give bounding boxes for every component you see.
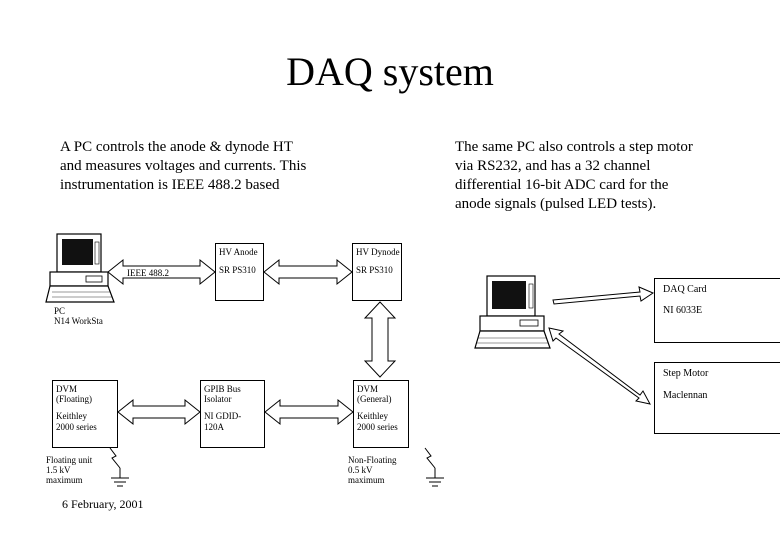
floating-note: Floating unit 1.5 kV maximum: [46, 455, 92, 485]
slide-title: DAQ system: [286, 49, 494, 94]
dvm-floating-line4: 2000 series: [56, 422, 97, 432]
pc-motor-arrow: [548, 327, 651, 405]
floating-ground-icon: [109, 447, 129, 487]
dvm-floating-line3: Keithley: [56, 411, 87, 421]
daq-computer-icon: [474, 275, 551, 349]
right-text-line: The same PC also controls a step motor: [455, 139, 693, 155]
nonfloating-ground-icon: [424, 447, 444, 487]
left-description: A PC controls the anode & dynode HT and …: [60, 138, 306, 195]
dynode-dvm-arrow: [363, 301, 397, 378]
hv-dynode-box: HV Dynode SR PS310: [352, 243, 402, 301]
hv-anode-title: HV Anode: [219, 247, 258, 257]
step-motor-title: Step Motor: [663, 368, 709, 379]
nonfloating-note-line: Non-Floating: [348, 455, 397, 465]
dvm-general-line2: (General): [357, 394, 392, 404]
daq-card-box: DAQ Card NI 6033E: [654, 278, 780, 343]
gpib-line3: NI GDID-: [204, 411, 242, 421]
dvm-gpib-arrow: [117, 398, 201, 426]
right-text-line: differential 16-bit ADC card for the: [455, 177, 669, 193]
right-text-line: anode signals (pulsed LED tests).: [455, 196, 657, 212]
step-motor-box: Step Motor Maclennan: [654, 362, 780, 434]
hv-dynode-title: HV Dynode: [356, 247, 400, 257]
pc-label-line: N14 WorkSta: [54, 316, 103, 326]
right-text-line: via RS232, and has a 32 channel: [455, 158, 651, 174]
hv-anode-box: HV Anode SR PS310: [215, 243, 264, 301]
dvm-floating-line1: DVM: [56, 384, 78, 394]
nonfloating-note-line: maximum: [348, 475, 385, 485]
gpib-line1: GPIB Bus: [204, 384, 241, 394]
pc-label-line: PC: [54, 306, 66, 316]
pc-label: PC N14 WorkSta: [54, 306, 103, 326]
floating-note-line: 1.5 kV: [46, 465, 71, 475]
footer-date: 6 February, 2001: [62, 497, 144, 511]
pc-computer-icon: [45, 233, 115, 303]
left-text-line: and measures voltages and currents. This: [60, 158, 307, 174]
dvm-floating-line2: (Floating): [56, 394, 92, 404]
daq-card-title: DAQ Card: [663, 284, 707, 295]
floating-note-line: Floating unit: [46, 455, 93, 465]
left-text-line: instrumentation is IEEE 488.2 based: [60, 177, 280, 193]
hv-dynode-model: SR PS310: [356, 265, 393, 275]
gpib-line2: Isolator: [204, 394, 232, 404]
gpib-dvm-arrow: [264, 398, 354, 426]
dvm-general-line4: 2000 series: [357, 422, 398, 432]
daq-card-model: NI 6033E: [663, 305, 703, 316]
step-motor-model: Maclennan: [663, 390, 708, 401]
left-text-line: A PC controls the anode & dynode HT: [60, 139, 293, 155]
nonfloating-note-line: 0.5 kV: [348, 465, 373, 475]
gpib-line4: 120A: [204, 422, 224, 432]
right-description: The same PC also controls a step motor v…: [455, 138, 693, 214]
dvm-general-box: DVM (General) Keithley 2000 series: [353, 380, 409, 448]
hv-anode-model: SR PS310: [219, 265, 256, 275]
dvm-general-line3: Keithley: [357, 411, 388, 421]
floating-note-line: maximum: [46, 475, 83, 485]
ieee-label: IEEE 488.2: [127, 268, 169, 278]
gpib-isolator-box: GPIB Bus Isolator NI GDID- 120A: [200, 380, 265, 448]
pc-daq-arrow: [552, 286, 655, 305]
anode-dynode-arrow: [263, 258, 353, 286]
nonfloating-note: Non-Floating 0.5 kV maximum: [348, 455, 397, 485]
dvm-floating-box: DVM (Floating) Keithley 2000 series: [52, 380, 118, 448]
dvm-general-line1: DVM: [357, 384, 379, 394]
